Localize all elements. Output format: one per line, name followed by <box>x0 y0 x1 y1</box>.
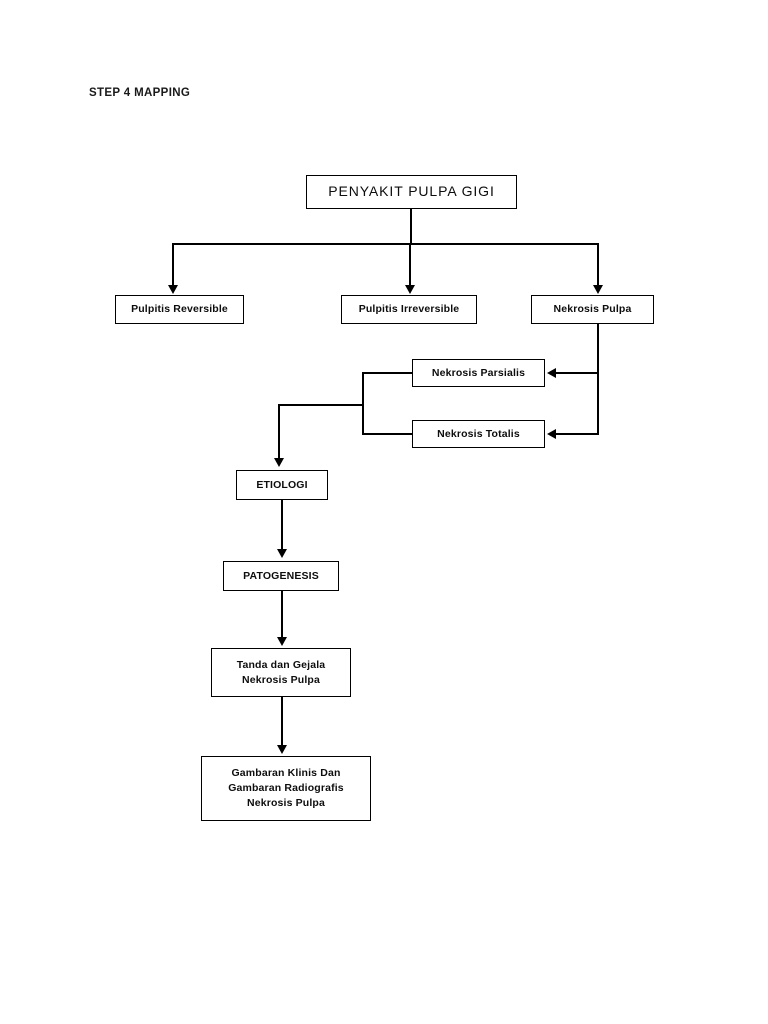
node-label: PENYAKIT PULPA GIGI <box>328 183 495 200</box>
page-title: STEP 4 MAPPING <box>89 87 191 99</box>
node-nekrosis-totalis: Nekrosis Totalis <box>412 420 545 448</box>
arrowhead-to-nekrosis-pulpa <box>593 285 603 294</box>
node-label-line-2: Gambaran Radiografis <box>228 782 344 795</box>
node-penyakit-pulpa-gigi: PENYAKIT PULPA GIGI <box>306 175 517 209</box>
edge-root-to-nekrosis-pulpa <box>597 243 599 287</box>
edge-nekrosis-to-parsialis <box>556 372 598 374</box>
node-label-line-2: Nekrosis Pulpa <box>242 673 320 686</box>
edge-root-split-bar <box>172 243 599 245</box>
node-label-line-1: Gambaran Klinis Dan <box>231 767 341 780</box>
edge-root-to-reversible <box>172 243 174 287</box>
edge-nekrosis-to-totalis <box>556 433 598 435</box>
edge-subtype-merge-bar <box>362 372 364 434</box>
node-pulpitis-reversible: Pulpitis Reversible <box>115 295 244 324</box>
edge-nekrosis-spine <box>597 324 599 435</box>
edge-root-to-irreversible <box>409 243 411 287</box>
node-etiologi: ETIOLOGI <box>236 470 328 500</box>
node-label: Nekrosis Parsialis <box>431 366 526 379</box>
node-nekrosis-parsialis: Nekrosis Parsialis <box>412 359 545 387</box>
node-label: Nekrosis Totalis <box>437 427 520 440</box>
edge-patogenesis-to-tanda <box>281 591 283 638</box>
arrowhead-to-parsialis <box>547 368 556 378</box>
edge-totalis-stub <box>362 433 413 435</box>
node-label: ETIOLOGI <box>256 478 308 491</box>
arrowhead-to-reversible <box>168 285 178 294</box>
arrowhead-to-tanda-gejala <box>277 637 287 646</box>
arrowhead-to-etiologi <box>274 458 284 467</box>
arrowhead-to-totalis <box>547 429 556 439</box>
node-label-line-1: Tanda dan Gejala <box>236 658 326 671</box>
node-nekrosis-pulpa: Nekrosis Pulpa <box>531 295 654 324</box>
node-label: Nekrosis Pulpa <box>553 303 632 316</box>
node-tanda-dan-gejala: Tanda dan Gejala Nekrosis Pulpa <box>211 648 351 697</box>
node-pulpitis-irreversible: Pulpitis Irreversible <box>341 295 477 324</box>
node-label: Pulpitis Irreversible <box>358 303 460 316</box>
arrowhead-to-irreversible <box>405 285 415 294</box>
edge-etiologi-to-patogenesis <box>281 500 283 550</box>
node-label: PATOGENESIS <box>243 569 319 582</box>
node-gambaran-klinis-radiografis: Gambaran Klinis Dan Gambaran Radiografis… <box>201 756 371 821</box>
edge-tanda-to-gambaran <box>281 697 283 746</box>
edge-parsialis-stub <box>362 372 413 374</box>
arrowhead-to-patogenesis <box>277 549 287 558</box>
edge-merge-to-etiologi <box>278 404 363 406</box>
edge-merge-drop-to-etiologi <box>278 404 280 460</box>
arrowhead-to-gambaran <box>277 745 287 754</box>
node-label-line-3: Nekrosis Pulpa <box>247 796 325 809</box>
edge-root-stem <box>410 209 412 244</box>
node-patogenesis: PATOGENESIS <box>223 561 339 591</box>
node-label: Pulpitis Reversible <box>131 303 228 316</box>
